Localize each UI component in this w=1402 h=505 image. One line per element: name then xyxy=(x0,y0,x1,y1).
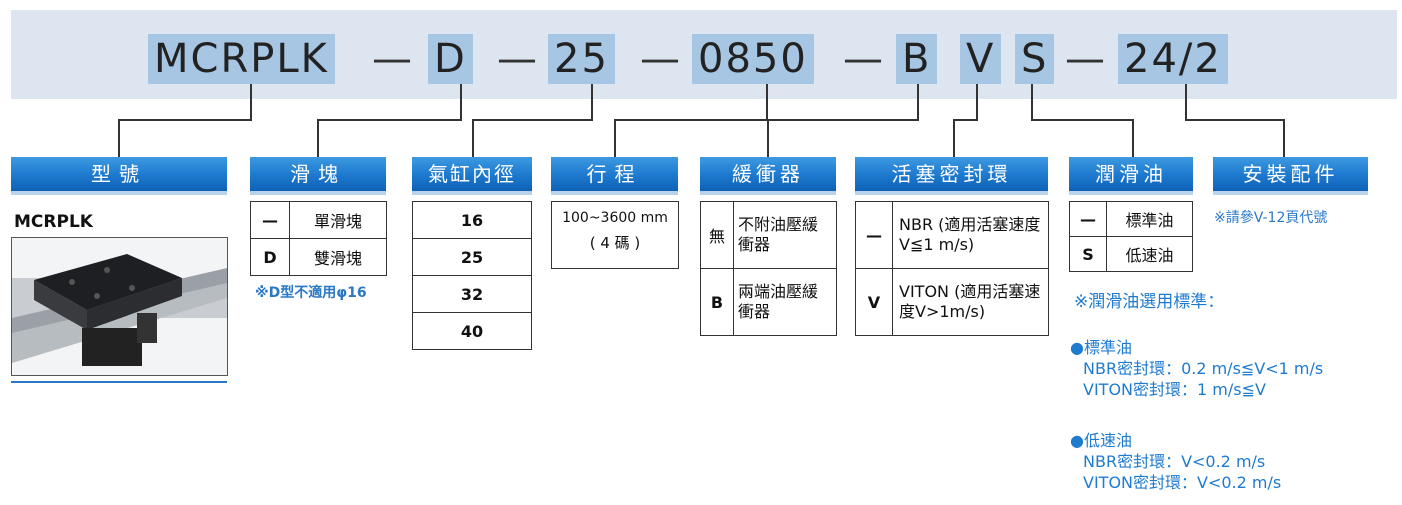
table-row: 25 xyxy=(412,238,532,276)
code-dash: — xyxy=(640,36,680,82)
option-code: B xyxy=(700,268,734,336)
option-code: — xyxy=(855,201,893,269)
option-code: 無 xyxy=(700,201,734,269)
option-desc: 單滑塊 xyxy=(289,201,387,239)
table-row: 32 xyxy=(412,275,532,313)
bore-table: 16 25 32 40 xyxy=(412,201,532,350)
table-row: 無不附油壓緩衝器 xyxy=(700,201,837,269)
table-row: 16 xyxy=(412,201,532,239)
lube-guide-low: ●低速油 NBR密封環：V<0.2 m/s VITON密封環：V<0.2 m/s xyxy=(1070,430,1281,493)
stroke-box: 100~3600 mm ( 4 碼 ) xyxy=(551,201,679,269)
lube-guide-title: ※潤滑油選用標準： xyxy=(1074,292,1225,312)
accessory-note: ※請參V-12頁代號 xyxy=(1214,210,1328,226)
code-lube: S xyxy=(1015,34,1055,84)
table-row: 40 xyxy=(412,312,532,350)
bore-value: 40 xyxy=(412,312,532,350)
code-dash: — xyxy=(1065,36,1105,82)
option-code: S xyxy=(1069,236,1107,272)
option-desc: 不附油壓緩衝器 xyxy=(733,201,837,269)
lube-low-viton: VITON密封環：V<0.2 m/s xyxy=(1083,473,1282,492)
header-slider: 滑塊 xyxy=(250,157,386,195)
option-desc: 雙滑塊 xyxy=(289,238,387,276)
bore-value: 16 xyxy=(412,201,532,239)
header-buffer: 緩衝器 xyxy=(700,157,836,195)
option-desc: 低速油 xyxy=(1106,236,1193,272)
option-code: — xyxy=(250,201,290,239)
code-slider: D xyxy=(428,34,473,84)
code-buffer: B xyxy=(896,34,938,84)
product-photo xyxy=(11,237,228,376)
option-desc: 標準油 xyxy=(1106,201,1193,237)
slider-note: ※D型不適用φ16 xyxy=(255,285,367,301)
option-code: D xyxy=(250,238,290,276)
bore-value: 25 xyxy=(412,238,532,276)
stroke-range: 100~3600 mm xyxy=(562,210,668,226)
header-accessory: 安裝配件 xyxy=(1213,157,1368,195)
code-accessory: 24/2 xyxy=(1118,34,1228,84)
code-seal: V xyxy=(960,34,1002,84)
option-desc: 兩端油壓緩衝器 xyxy=(733,268,837,336)
code-dash: — xyxy=(497,36,537,82)
model-underline xyxy=(11,381,227,383)
code-dash: — xyxy=(843,36,883,82)
stroke-digits: ( 4 碼 ) xyxy=(589,234,641,252)
table-row: —NBR (適用活塞速度V≦1 m/s) xyxy=(855,201,1049,269)
header-stroke: 行程 xyxy=(551,157,678,195)
option-desc: NBR (適用活塞速度V≦1 m/s) xyxy=(892,201,1049,269)
header-bore: 氣缸內徑 xyxy=(412,157,532,195)
code-stroke: 0850 xyxy=(692,34,814,84)
bore-value: 32 xyxy=(412,275,532,313)
code-model: MCRPLK xyxy=(148,34,335,84)
lube-low-name: ●低速油 xyxy=(1070,431,1132,450)
header-seal: 活塞密封環 xyxy=(855,157,1048,195)
code-dash: — xyxy=(372,36,412,82)
header-lube: 潤滑油 xyxy=(1069,157,1193,195)
lube-standard-viton: VITON密封環：1 m/s≦V xyxy=(1083,380,1266,399)
table-row: —單滑塊 xyxy=(250,201,387,239)
lube-guide-standard: ●標準油 NBR密封環：0.2 m/s≦V<1 m/s VITON密封環：1 m… xyxy=(1070,337,1323,400)
header-model: 型號 xyxy=(11,157,227,195)
option-desc: VITON (適用活塞速度V>1m/s) xyxy=(892,268,1049,336)
lube-low-nbr: NBR密封環：V<0.2 m/s xyxy=(1083,452,1266,471)
table-row: —標準油 xyxy=(1069,201,1193,237)
model-label: MCRPLK xyxy=(14,212,93,232)
code-bore: 25 xyxy=(548,34,615,84)
option-code: — xyxy=(1069,201,1107,237)
lube-standard-name: ●標準油 xyxy=(1070,338,1132,357)
lube-standard-nbr: NBR密封環：0.2 m/s≦V<1 m/s xyxy=(1083,359,1324,378)
option-code: V xyxy=(855,268,893,336)
